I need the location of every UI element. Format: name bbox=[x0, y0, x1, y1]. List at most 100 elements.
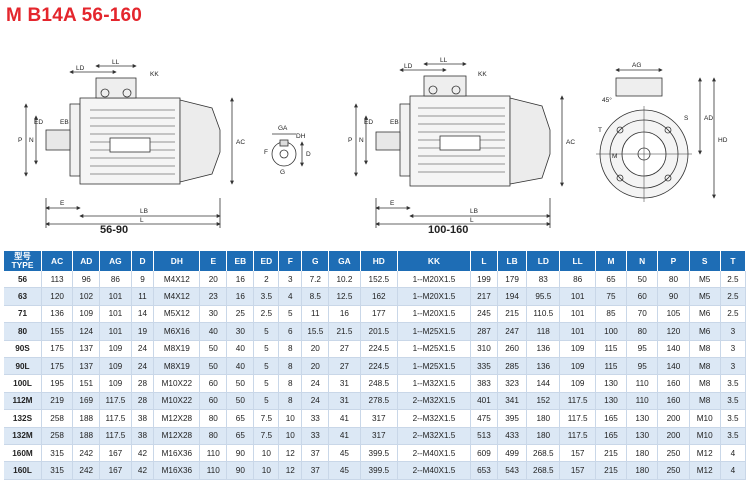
table-cell: 110 bbox=[199, 461, 228, 480]
table-cell: 10 bbox=[253, 444, 280, 462]
table-cell: 3.5 bbox=[720, 427, 747, 445]
table-cell: 215 bbox=[497, 305, 528, 323]
table-cell: 6 bbox=[278, 322, 303, 341]
table-cell: 80 bbox=[199, 409, 228, 428]
type-cell: 90L bbox=[4, 357, 42, 375]
table-cell: 80 bbox=[199, 427, 228, 445]
table-cell: 117.5 bbox=[559, 427, 596, 445]
table-cell: 101 bbox=[559, 287, 596, 306]
table-cell: M10X22 bbox=[153, 374, 201, 393]
table-cell: 110 bbox=[626, 374, 659, 393]
table-cell: 1--M25X1.5 bbox=[397, 340, 471, 358]
table-cell: M8 bbox=[689, 392, 721, 410]
table-cell: 109 bbox=[559, 374, 596, 393]
type-cell: 71 bbox=[4, 305, 42, 323]
table-cell: 33 bbox=[301, 427, 330, 445]
table-cell: 317 bbox=[360, 427, 399, 445]
table-cell: 65 bbox=[595, 271, 628, 288]
column-header-ll: LL bbox=[559, 251, 596, 271]
table-cell: 130 bbox=[595, 374, 628, 393]
column-header-d: D bbox=[131, 251, 155, 271]
table-cell: 21.5 bbox=[328, 322, 361, 341]
column-header-s: S bbox=[689, 251, 721, 271]
table-cell: 115 bbox=[595, 340, 628, 358]
table-cell: 60 bbox=[626, 287, 659, 306]
dim-label-ac: AC bbox=[236, 139, 245, 146]
table-cell: M12 bbox=[689, 444, 721, 462]
table-cell: 117.5 bbox=[99, 409, 132, 428]
table-cell: 14 bbox=[131, 305, 155, 323]
table-cell: M10 bbox=[689, 409, 721, 428]
caption-56-90: 56-90 bbox=[100, 224, 129, 236]
table-cell: 113 bbox=[41, 271, 74, 288]
table-cell: 42 bbox=[131, 461, 155, 480]
table-cell: 105 bbox=[657, 305, 690, 323]
dim-label-eb: EB bbox=[60, 119, 69, 126]
table-cell: 10 bbox=[278, 409, 303, 428]
table-cell: 120 bbox=[657, 322, 690, 341]
table-cell: 40 bbox=[199, 322, 228, 341]
table-cell: 90 bbox=[226, 444, 255, 462]
table-cell: 140 bbox=[657, 357, 690, 375]
table-cell: 110 bbox=[626, 392, 659, 410]
table-cell: 144 bbox=[526, 374, 561, 393]
table-cell: M5 bbox=[689, 271, 721, 288]
table-cell: 101 bbox=[559, 322, 596, 341]
table-cell: 5 bbox=[253, 322, 280, 341]
type-cell: 80 bbox=[4, 322, 42, 341]
table-cell: 37 bbox=[301, 461, 330, 480]
table-cell: 96 bbox=[72, 271, 101, 288]
table-cell: 45 bbox=[328, 444, 361, 462]
table-cell: 130 bbox=[595, 392, 628, 410]
table-cell: 543 bbox=[497, 461, 528, 480]
column-header-dh: DH bbox=[153, 251, 201, 271]
table-cell: 109 bbox=[99, 340, 132, 358]
table-cell: 383 bbox=[470, 374, 498, 393]
table-cell: 109 bbox=[559, 357, 596, 375]
table-cell: 4 bbox=[720, 461, 747, 480]
table-cell: 37 bbox=[301, 444, 330, 462]
table-cell: 60 bbox=[199, 392, 228, 410]
table-cell: M8X19 bbox=[153, 340, 201, 358]
type-cell: 56 bbox=[4, 271, 42, 288]
side-view-100-160 bbox=[354, 62, 564, 228]
table-cell: 137 bbox=[72, 340, 101, 358]
table-cell: M4X12 bbox=[153, 271, 201, 288]
dim-label-e: E bbox=[60, 200, 65, 207]
table-cell: 1--M25X1.5 bbox=[397, 322, 471, 341]
table-cell: 3.5 bbox=[720, 392, 747, 410]
dim-label-kk: KK bbox=[150, 71, 159, 78]
table-cell: 90 bbox=[657, 287, 690, 306]
dim-label-g: G bbox=[280, 169, 285, 176]
column-header-ad: AD bbox=[72, 251, 101, 271]
table-cell: 11 bbox=[301, 305, 330, 323]
table-cell: 160 bbox=[657, 374, 690, 393]
table-cell: M5X12 bbox=[153, 305, 201, 323]
table-cell: 40 bbox=[226, 340, 255, 358]
table-cell: 24 bbox=[301, 374, 330, 393]
table-cell: 247 bbox=[497, 322, 528, 341]
table-cell: 250 bbox=[657, 461, 690, 480]
table-cell: 11 bbox=[131, 287, 155, 306]
table-cell: 433 bbox=[497, 427, 528, 445]
column-header-ed: ED bbox=[253, 251, 280, 271]
table-cell: 258 bbox=[41, 427, 74, 445]
table-cell: 8 bbox=[278, 340, 303, 358]
table-cell: 315 bbox=[41, 444, 74, 462]
table-cell: 2--M40X1.5 bbox=[397, 461, 471, 480]
table-cell: M10 bbox=[689, 427, 721, 445]
shaft-end-detail bbox=[271, 133, 304, 167]
table-cell: 224.5 bbox=[360, 340, 399, 358]
table-cell: 2--M32X1.5 bbox=[397, 409, 471, 428]
table-cell: 16 bbox=[328, 305, 361, 323]
table-cell: 177 bbox=[360, 305, 399, 323]
dim-label-eb-2: EB bbox=[390, 119, 399, 126]
table-cell: 83 bbox=[526, 271, 561, 288]
table-cell: 9 bbox=[131, 271, 155, 288]
